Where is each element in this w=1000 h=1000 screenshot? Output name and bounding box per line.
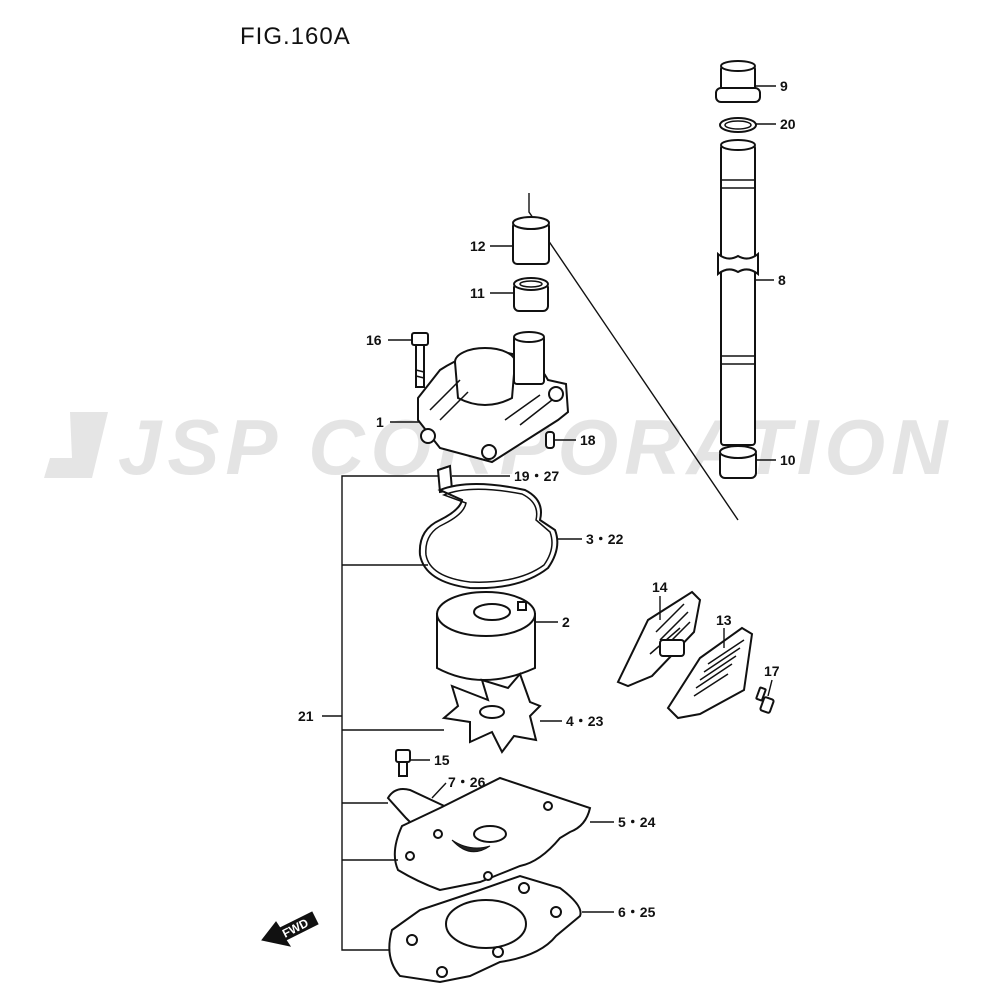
pump-case-liner [512, 216, 550, 265]
pin [545, 431, 555, 449]
grille-screw [755, 686, 775, 714]
callout-9: 9 [780, 78, 788, 94]
callout-2: 2 [562, 614, 570, 630]
water-tube [717, 139, 759, 446]
callout-21: 21 [298, 708, 314, 724]
pump-case-gasket [418, 483, 559, 590]
callout-1: 1 [376, 414, 384, 430]
callout-11: 11 [470, 285, 485, 301]
impeller [441, 672, 542, 754]
callout-14: 14 [652, 579, 668, 595]
water-inlet-grille-left [616, 590, 702, 688]
seal-ring [513, 277, 549, 312]
callout-16: 16 [366, 332, 382, 348]
callout-5-24: 5・24 [618, 814, 656, 830]
pump-case [417, 331, 570, 464]
callout-12: 12 [470, 238, 486, 254]
callout-10: 10 [780, 452, 796, 468]
callout-6-25: 6・25 [618, 904, 656, 920]
callout-3-22: 3・22 [586, 531, 624, 547]
callout-17: 17 [764, 663, 780, 679]
callout-4-23: 4・23 [566, 713, 604, 729]
bolt [411, 332, 429, 388]
pump-plate-gasket [388, 874, 582, 984]
water-tube-seal [719, 445, 757, 479]
callout-18: 18 [580, 432, 596, 448]
water-inlet-grille-right [666, 626, 754, 720]
callout-7-26: 7・26 [448, 774, 486, 790]
callout-13: 13 [716, 612, 732, 628]
fwd-arrow-icon: FWD [261, 911, 319, 947]
water-tube-bushing [715, 60, 761, 103]
figure-title: FIG.160A [240, 23, 351, 50]
callout-labels: 9 20 8 10 12 11 16 1 18 19・27 3・22 2 4・2… [298, 78, 796, 920]
pump-plate [393, 776, 592, 892]
callout-19-27: 19・27 [514, 468, 559, 484]
callout-8: 8 [778, 272, 786, 288]
o-ring [719, 117, 757, 133]
alignment-line [528, 193, 739, 521]
impeller-housing-insert [436, 591, 536, 681]
callout-20: 20 [780, 116, 796, 132]
leader-lines [322, 85, 776, 951]
callout-15: 15 [434, 752, 450, 768]
plate-bolt [395, 749, 411, 777]
